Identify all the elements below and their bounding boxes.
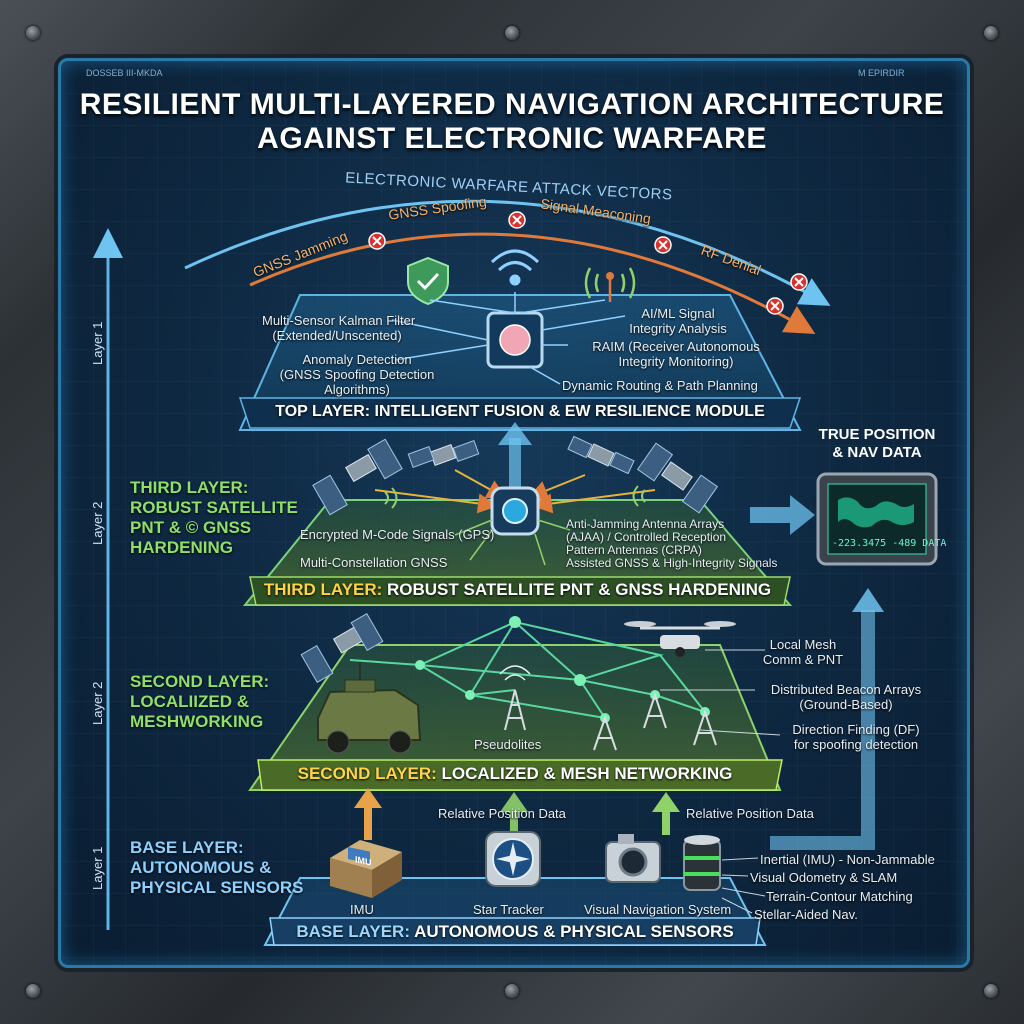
star-tracker-label: Star Tracker	[473, 902, 544, 917]
layer-axis-label: Layer 2	[90, 681, 105, 725]
dynamic-routing-label: Dynamic Routing & Path Planning	[562, 378, 758, 393]
top-layer-band: TOP LAYER: INTELLIGENT FUSION & EW RESIL…	[275, 403, 765, 420]
sensor-note: Inertial (IMU) - Non-Jammable	[760, 852, 935, 867]
beacon-tower-icon	[693, 708, 717, 746]
layer-axis-label: Layer 1	[90, 846, 105, 890]
bolt-icon	[984, 984, 998, 998]
ew-arc-outer	[184, 199, 831, 306]
base-layer-side-title: BASE LAYER:AUTONOMOUS &PHYSICAL SENSORS	[130, 838, 304, 897]
satellite-icon	[407, 440, 480, 468]
return-path-arrow	[770, 610, 875, 850]
screen-readout: -223.3475 -489 DATA	[832, 538, 947, 549]
mesh-links	[349, 620, 706, 719]
shield-icon	[407, 256, 449, 306]
camera-icon	[605, 834, 661, 883]
layer-axis-label: Layer 1	[90, 321, 105, 365]
header-tag-left: DOSSEB III-MKDA	[86, 68, 163, 78]
antenna-icon	[584, 267, 636, 302]
beacon-tower-icon	[643, 691, 667, 729]
imu-icon	[330, 840, 402, 898]
third-layer-side-title: THIRD LAYER:ROBUST SATELLITE PNT & © GNS…	[130, 478, 298, 557]
bolt-icon	[984, 26, 998, 40]
satellite-icon	[300, 612, 384, 684]
star-tracker-icon	[485, 831, 541, 887]
satellite-icon	[567, 435, 635, 475]
header-tag-right: M EPIRDIR	[858, 68, 905, 78]
sensor-note: Visual Odometry & SLAM	[750, 870, 898, 885]
drone-icon	[624, 621, 736, 657]
anti-jamming-label: Anti-Jamming Antenna Arrays(AJAA) / Cont…	[566, 517, 778, 570]
bolt-icon	[505, 26, 519, 40]
bolt-icon	[505, 984, 519, 998]
up-arrow	[500, 792, 528, 835]
third-layer-band: THIRD LAYER: ROBUST SATELLITE PNT & GNSS…	[263, 580, 772, 599]
bolt-icon	[26, 26, 40, 40]
relative-position-label: Relative Position Data	[686, 806, 814, 821]
second-layer-band: SECOND LAYER: LOCALIZED & MESH NETWORKIN…	[297, 764, 733, 783]
brain-icon	[499, 324, 531, 356]
mcode-label: Encrypted M-Code Signals (GPS)	[300, 527, 495, 542]
imu-label: IMU	[350, 902, 374, 917]
up-arrow	[354, 788, 382, 840]
bolt-icon	[26, 984, 40, 998]
lidar-icon	[683, 835, 721, 891]
visual-nav-label: Visual Navigation System	[584, 902, 732, 917]
diagram-title-line2: AGAINST ELECTRONIC WARFARE	[257, 122, 767, 155]
up-arrow	[652, 792, 680, 835]
ew-arc-inner	[249, 232, 816, 334]
diagram-title: RESILIENT MULTI-LAYERED NAVIGATION ARCHI…	[79, 88, 945, 121]
sensor-note: Stellar-Aided Nav.	[754, 907, 858, 922]
multi-constellation-label: Multi-Constellation GNSS	[300, 555, 448, 570]
pseudolites-label: Pseudolites	[474, 737, 542, 752]
anomaly-detection-label: Anomaly Detection(GNSS Spoofing Detectio…	[279, 352, 435, 397]
layer-axis-label: Layer 2	[90, 501, 105, 545]
direction-finding-label: Direction Finding (DF)for spoofing detec…	[792, 722, 920, 752]
world-map-icon	[838, 497, 914, 528]
base-layer-band: BASE LAYER: AUTONOMOUS & PHYSICAL SENSOR…	[296, 922, 734, 941]
beacon-tower-icon	[593, 714, 617, 751]
pseudolite-tower-icon	[504, 689, 526, 731]
satellite-icon	[636, 442, 719, 514]
wifi-icon	[490, 249, 540, 286]
satellite-icon	[312, 438, 403, 516]
military-vehicle-icon	[317, 662, 422, 754]
second-layer-side-title: SECOND LAYER:LOCALIIZED &MESHWORKING	[130, 672, 270, 731]
relative-position-label: Relative Position Data	[438, 806, 566, 821]
beacon-arrays-label: Distributed Beacon Arrays(Ground-Based)	[770, 682, 922, 712]
true-position-title: TRUE POSITION& NAV DATA	[818, 426, 936, 461]
kalman-filter-label: Multi-Sensor Kalman Filter(Extended/Unsc…	[262, 313, 416, 343]
sensor-note: Terrain-Contour Matching	[766, 889, 913, 904]
